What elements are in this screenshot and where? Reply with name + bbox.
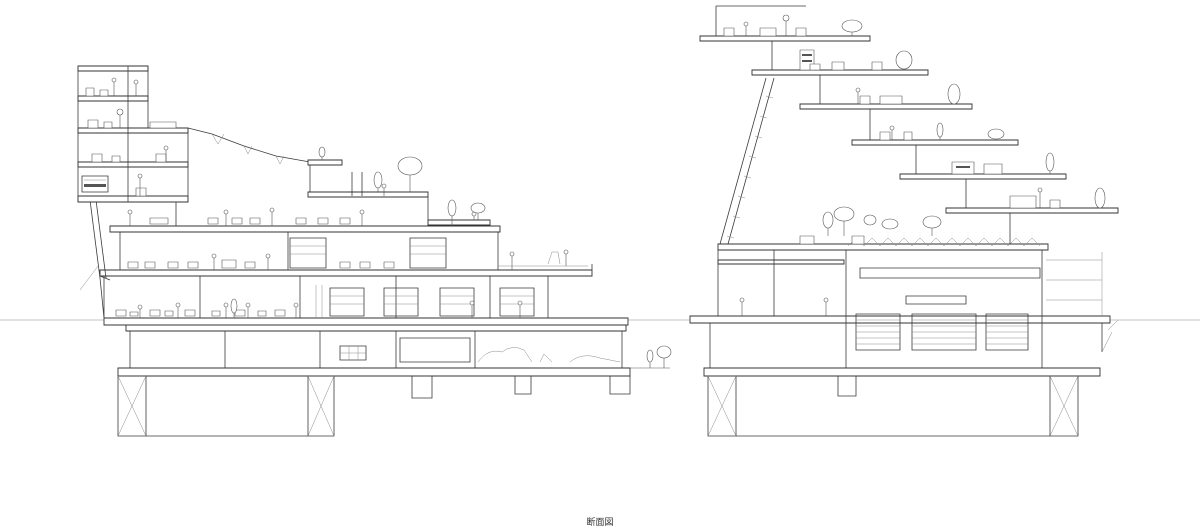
left-tower (78, 66, 188, 226)
right-lower-mass (630, 238, 1118, 368)
archive-shelving (856, 314, 1028, 350)
left-sloped-roof (188, 128, 490, 225)
right-building-section (630, 6, 1118, 436)
left-basement (126, 325, 626, 368)
left-first-floor (100, 232, 592, 280)
drawing-caption: 断面図 (586, 518, 614, 528)
left-furniture-and-people (86, 78, 568, 318)
right-foundation (704, 368, 1100, 436)
left-foundation (118, 368, 630, 436)
left-building-section (78, 66, 630, 436)
right-stepped-terraces (700, 6, 1118, 244)
left-ground-floor (104, 275, 628, 325)
left-second-floor (80, 200, 500, 318)
